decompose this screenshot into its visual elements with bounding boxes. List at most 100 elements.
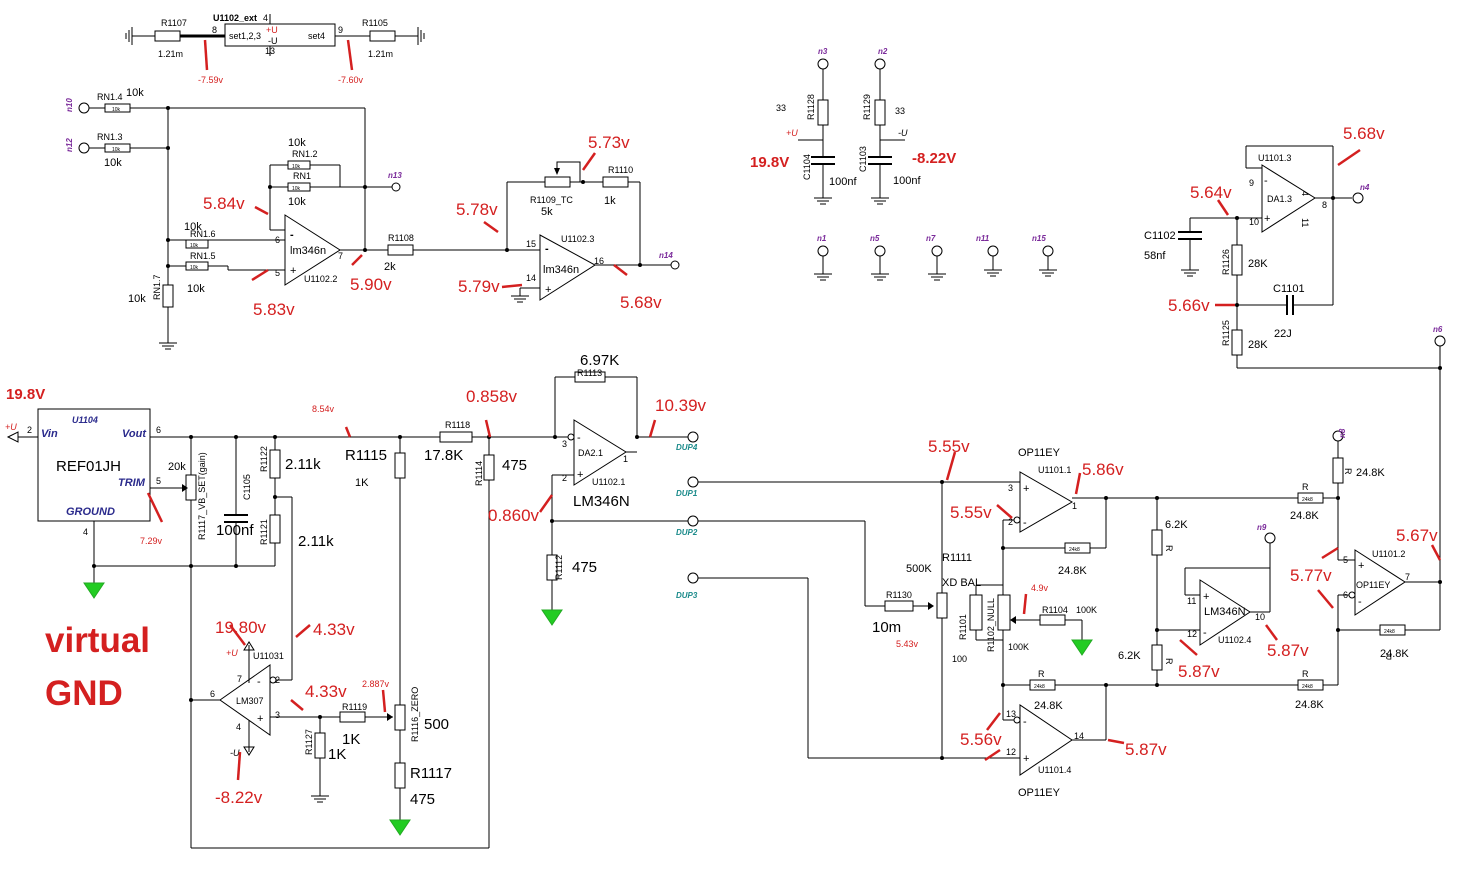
net-n8: n8 [1338,428,1347,438]
r1117vb-name: R1117_VB_SET(gain) [197,452,207,540]
voltage-578: 5.78v [456,200,498,219]
net-n14: n14 [659,251,673,260]
rn1-val: 10k [288,196,306,208]
u11022-p5: 5 [275,268,280,278]
u11012-sub: U1101.2 [1372,549,1405,559]
u11013-p4: 4 [1300,191,1310,196]
r1128-val: 33 [776,103,786,113]
svg-text:-: - [1264,175,1268,187]
re-val: 24.8K [1380,648,1409,660]
summing-amp-block: n10 n12 10k 10k RN1.4 10k RN1.3 10k 10k … [65,87,507,350]
u11014-sub: U1101.4 [1038,765,1071,775]
u11023-p15: 15 [526,239,536,249]
voltage-729: 7.29v [140,536,163,546]
u11014-p14: 14 [1074,731,1084,741]
rn15-name: RN1.5 [190,251,216,261]
r1128-name: R1128 [806,94,816,120]
da21-p1: 1 [623,454,628,464]
re-small: 24k8 [1384,629,1395,635]
voltage-566: 5.66v [1168,296,1210,315]
r1111-desc: XD BAL [942,577,981,589]
r1116-val: 500 [424,716,449,733]
c1102-name: C1102 [1144,230,1176,242]
lm307-p6: 6 [210,689,215,699]
rfb1-val: 24.8K [1058,565,1087,577]
c1104-name: C1104 [802,154,812,180]
rn13-small: 10k [112,147,121,153]
u1104-ground: GROUND [66,506,115,518]
rn15-val: 10k [187,283,205,295]
supply-minusu: -U [898,128,908,138]
lm307-block: - + LM307 U11031 6 7 4 2 3 +U -U R1119 1… [189,566,393,848]
rn13-name: RN1.3 [97,132,123,142]
r1117-name: R1117 [410,765,452,782]
r62a-label: R [1164,545,1174,552]
c1102-val: 58nf [1144,250,1166,262]
r1105-val: 1.21m [368,49,393,59]
rb-label: R [1038,669,1045,679]
net-n5: n5 [870,234,880,243]
u1102-ext-set4: set4 [308,31,325,41]
svg-text:+: + [290,265,296,277]
rd-small: 24k8 [1302,684,1313,690]
u11023-p16: 16 [594,256,604,266]
r1114-name: R1114 [474,461,484,486]
voltage-2887: 2.887v [362,679,390,689]
r1118-val: 17.8K [424,447,463,464]
rn12-name: RN1.2 [292,149,318,159]
voltage-433a: 4.33v [313,620,355,639]
r1102-val: 100K [1008,642,1029,652]
c1104-val: 100nf [829,176,857,188]
r1112-name: R1112 [554,555,564,580]
r1108-name: R1108 [388,233,414,243]
voltage-584: 5.84v [203,194,245,213]
r1101-name: R1101 [958,614,968,640]
rn17-val: 10k [128,293,146,305]
r1127-val: 1K [328,746,346,763]
r1111-name: R1111 [942,552,972,564]
svg-text:+: + [545,284,551,296]
rfb1-small: 24k8 [1069,547,1080,553]
svg-text:-: - [257,676,261,688]
rb-val: 24.8K [1034,700,1063,712]
net-n3: n3 [818,47,828,56]
voltage-556: 5.56v [960,730,1002,749]
rn1-small: 10k [292,186,301,192]
net-n13: n13 [388,171,402,180]
rn12-val: 10k [288,137,306,149]
r1125-val: 28K [1248,339,1268,351]
net-n7: n7 [926,234,936,243]
lm307-p4: 4 [236,722,241,732]
u11022-p7: 7 [338,251,343,261]
r1121-val: 2.11k [298,533,334,550]
r1117vb-val: 20k [168,461,186,473]
svg-text:+: + [577,469,583,481]
lm307-p7: 7 [237,674,242,684]
u11023-name: U1102.3 [561,234,594,244]
voltage-198b: 19.8V [6,386,45,403]
r1129-name: R1129 [862,94,872,120]
u11012-name: OP11EY [1356,580,1390,590]
r1113-name: R1113 [577,368,602,378]
r1104-name: R1104 [1042,605,1068,615]
u11011-sub: U1101.1 [1038,465,1071,475]
svg-text:-: - [545,243,549,255]
r1122-name: R1122 [259,446,269,472]
rd-val: 24.8K [1295,699,1324,711]
voltage-564: 5.64v [1190,183,1232,202]
c1103-name: C1103 [858,146,868,172]
svg-text:+: + [1023,483,1029,495]
voltage-m822: -8.22V [912,150,956,167]
lm307-p3: 3 [275,710,280,720]
voltage-0860: 0.860v [488,506,540,525]
rn16-name: RN1.6 [190,229,216,239]
r1121-name: R1121 [259,519,269,545]
u11012-p7: 7 [1405,572,1410,582]
svg-text:+: + [257,713,263,725]
lm307-type: LM307 [236,696,264,706]
rd-label: R [1302,669,1309,679]
da21-name: DA2.1 [578,448,603,458]
rc-label: R [1302,482,1309,492]
net-dup1: DUP1 [676,489,698,498]
